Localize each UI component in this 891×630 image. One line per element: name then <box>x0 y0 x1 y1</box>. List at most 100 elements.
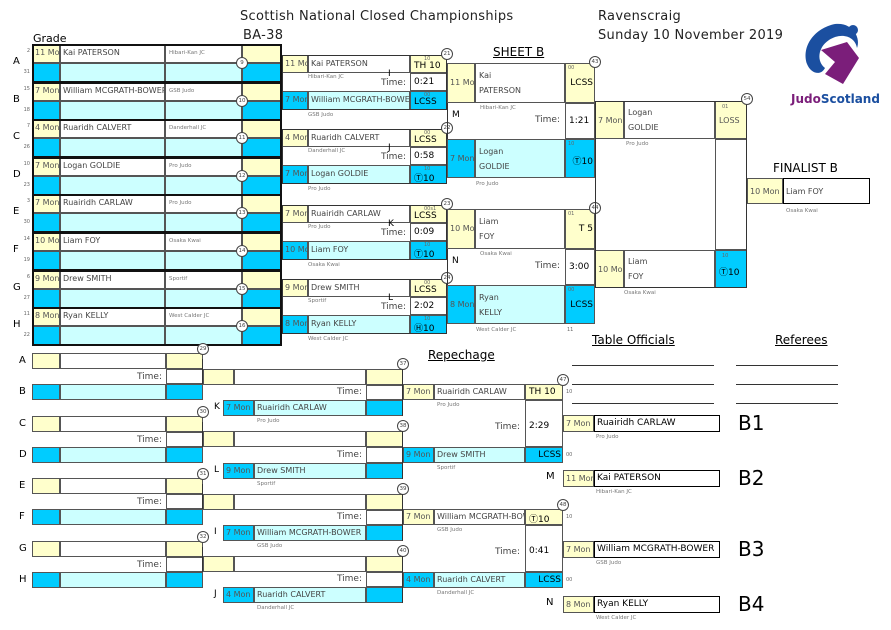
repechage-grade-cell <box>203 556 234 572</box>
bronze-name: William MCGRATH-BOWER <box>594 541 720 558</box>
time-label: Time: <box>534 115 560 125</box>
repechage-name-cell <box>234 556 366 572</box>
bracket-line <box>202 422 203 447</box>
time-label: Time: <box>336 512 362 522</box>
bracket-line <box>402 494 403 541</box>
repechage-name-cell <box>60 572 166 588</box>
match-number-circle: 21 <box>441 48 453 60</box>
bronze-label: B3 <box>738 537 765 561</box>
bronze-name: Kai PATERSON <box>594 470 720 487</box>
match-time: 0:41 <box>525 525 563 572</box>
competitor-grade: 4 Mon <box>403 572 434 588</box>
logo-text: JudoScotland <box>791 92 880 106</box>
match-number-circle: 39 <box>397 483 409 495</box>
competitor-name: Liam FOY <box>475 209 565 249</box>
score-detail: 10 <box>424 56 431 62</box>
match-frame <box>282 55 447 110</box>
bracket-line <box>402 369 403 416</box>
pool-seed-bottom: 19 <box>23 257 30 263</box>
time-label: Time: <box>136 372 162 382</box>
competitor-name: Drew SMITH <box>434 447 525 463</box>
competitor-club: Danderhall JC <box>257 605 295 611</box>
repechage-score-cell <box>166 509 203 525</box>
match-time: 0:58 <box>410 147 447 165</box>
score-detail: 00 <box>566 452 573 458</box>
bronze-grade: 8 Mon <box>563 596 594 613</box>
pool-seed-bottom: 31 <box>23 69 30 75</box>
bronze-club: GSB Judo <box>596 560 622 566</box>
repechage-score-cell <box>366 463 403 479</box>
repechage-grade-cell <box>203 431 234 447</box>
judoscotland-logo: JudoScotland <box>791 18 880 113</box>
repechage-score-cell <box>366 494 403 510</box>
competitor-name: Kai PATERSON <box>475 63 565 103</box>
repechage-score-cell <box>366 400 403 416</box>
competitor-grade: 7 Mon <box>223 400 254 416</box>
match-letter: I <box>214 527 217 537</box>
time-label: Time: <box>136 560 162 570</box>
pool-letter: H <box>13 319 21 330</box>
match-number-circle: 9 <box>236 57 248 69</box>
pool-club: Danderhall JC <box>165 119 242 138</box>
referee-line <box>736 365 838 366</box>
bracket-line <box>402 431 403 479</box>
pool-seed-top: 11 <box>23 311 30 317</box>
repechage-time-box <box>366 572 403 587</box>
match-letter: L <box>214 465 220 475</box>
repechage-row-letter: C <box>19 418 26 429</box>
competitor-grade: 7 Mon <box>447 139 475 178</box>
match-time: 1:21 <box>565 103 595 139</box>
event-code: BA-38 <box>243 28 284 43</box>
pool-letter: G <box>13 282 21 293</box>
time-label: Time: <box>136 497 162 507</box>
repechage-score-cell <box>366 431 403 447</box>
repechage-time-box <box>166 432 203 447</box>
table-official-line <box>572 403 714 404</box>
repechage-time-box <box>166 557 203 572</box>
score-detail: 00s1 <box>424 206 437 212</box>
repechage-row-letter: D <box>19 449 27 460</box>
competitor-club: GSB Judo <box>308 112 334 118</box>
match-frame <box>282 129 447 184</box>
repechage-grade-cell <box>32 572 60 588</box>
repechage-row-letter: B <box>19 386 26 397</box>
repechage-score-cell <box>366 369 403 385</box>
competitor-score: TH 10 <box>525 384 563 400</box>
competitor-name: Ruaridh CALVERT <box>254 587 366 603</box>
time-label: Time: <box>336 450 362 460</box>
time-label: Time: <box>380 78 406 88</box>
bronze-club: Hibari-Kan JC <box>596 489 632 495</box>
score-detail: 01 <box>568 211 575 217</box>
competitor-grade: 7 Mon <box>223 525 254 541</box>
match-number-circle: 12 <box>236 170 248 182</box>
repechage-name-cell <box>60 541 166 557</box>
repechage-score-cell <box>166 447 203 463</box>
bracket-line <box>202 359 203 384</box>
match-letter: K <box>214 402 220 412</box>
time-label: Time: <box>336 387 362 397</box>
repechage-grade-cell <box>32 416 60 432</box>
competitor-name: Liam FOY <box>624 250 715 288</box>
competitor-club: GSB Judo <box>437 527 463 533</box>
pool-seed-top: 15 <box>23 86 30 92</box>
bracket-line <box>447 103 448 139</box>
match-letter: M <box>452 110 460 120</box>
score-detail: 10 <box>424 166 431 172</box>
pool-seed-top: 2 <box>26 48 30 54</box>
repechage-name-cell <box>234 369 366 385</box>
repechage-name-cell <box>60 353 166 369</box>
competitor-grade: 7 Mon <box>403 509 434 525</box>
score-detail: 10 <box>566 514 573 520</box>
referee-line <box>736 384 838 385</box>
competitor-name: William MCGRATH-BOWER <box>254 525 366 541</box>
pool-seed-top: 7 <box>26 123 30 129</box>
repechage-score-cell <box>166 384 203 400</box>
repechage-grade-cell <box>32 353 60 369</box>
pool-letter: E <box>13 206 20 217</box>
repechage-grade-cell <box>32 509 60 525</box>
match-number-circle: 32 <box>197 531 209 543</box>
competitor-score: LCSS <box>525 447 563 463</box>
pool-letter: F <box>13 244 19 255</box>
score-detail: 00 <box>424 130 431 136</box>
repechage-score-cell <box>166 478 203 494</box>
